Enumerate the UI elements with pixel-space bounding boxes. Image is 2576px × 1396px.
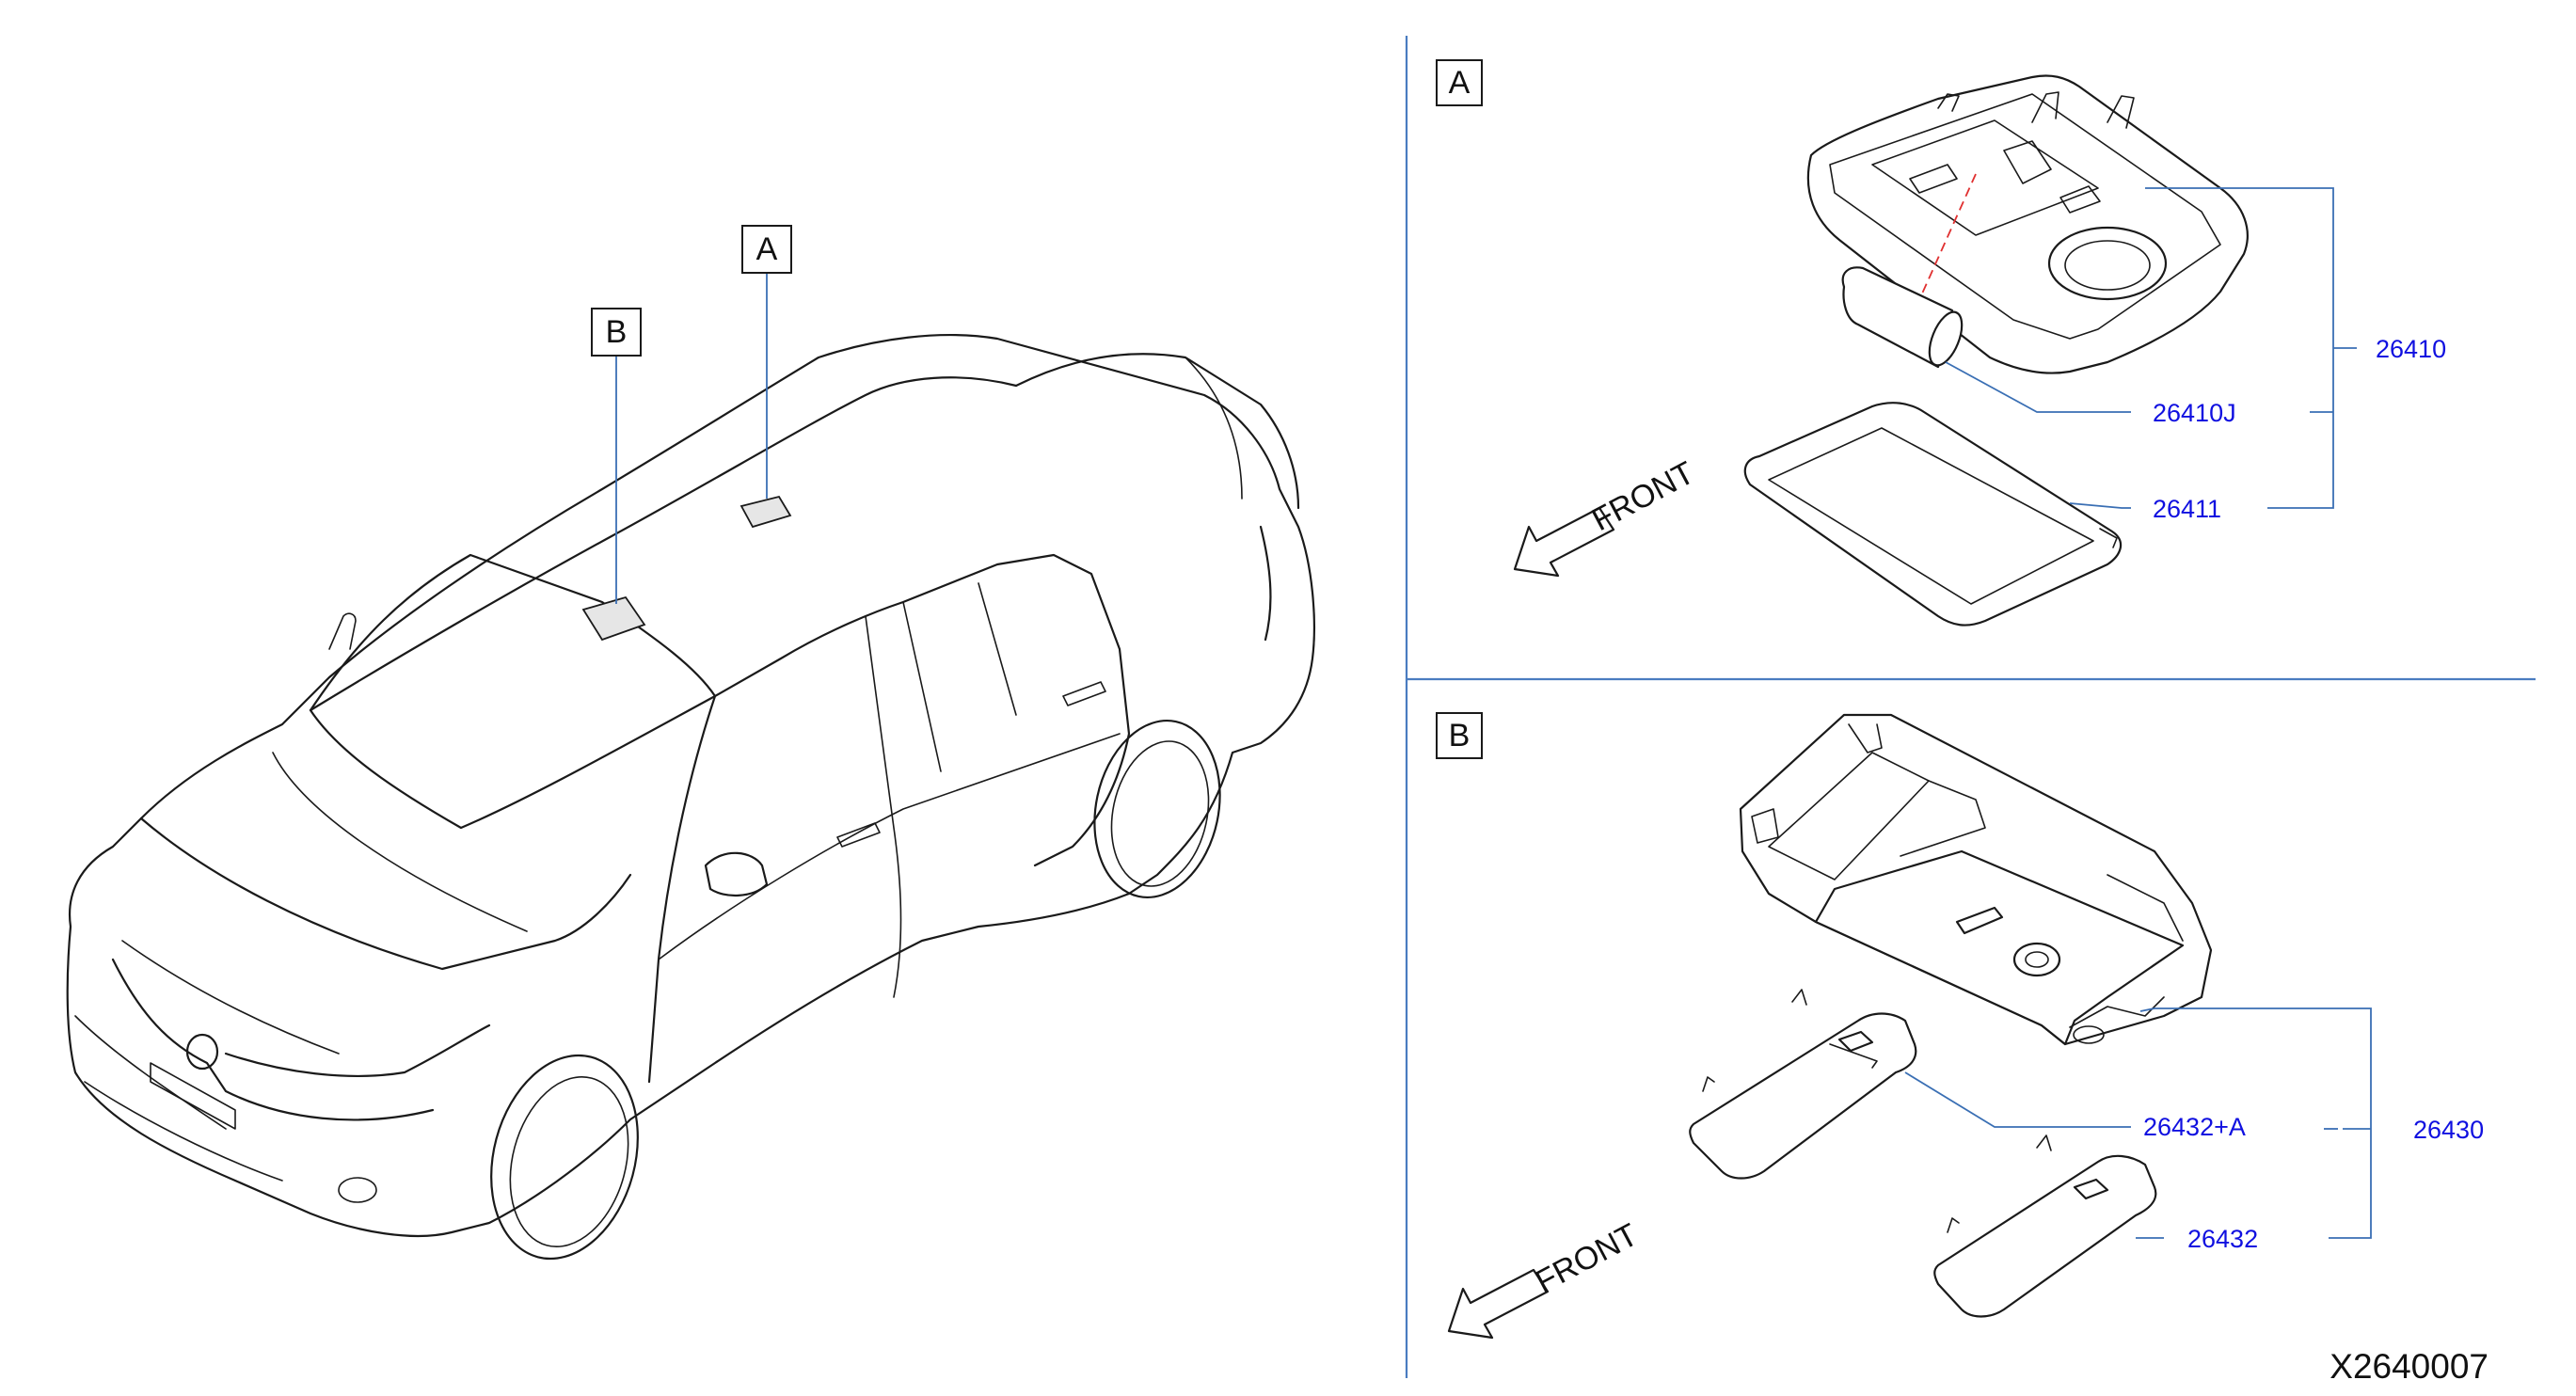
car-illustration [66, 273, 1315, 1261]
front-label-a: FRONT [1586, 455, 1700, 539]
car-callout-a: A [741, 225, 792, 274]
part-number-26430: 26430 [2413, 1116, 2484, 1144]
car-callout-a-label: A [756, 231, 778, 267]
part-number-26432: 26432 [2187, 1225, 2258, 1253]
car-callout-b-label: B [606, 314, 628, 350]
part-number-26410J: 26410J [2153, 399, 2236, 427]
bulb-26410J [1841, 266, 1964, 369]
part-number-26432A: 26432+A [2143, 1113, 2246, 1141]
car-lamp-b [581, 595, 646, 642]
front-arrow-a-icon [1513, 506, 1615, 578]
diagram-code: X2640007 [2330, 1347, 2489, 1386]
panel-b-label: B [1449, 718, 1471, 754]
front-label-b: FRONT [1530, 1217, 1644, 1301]
panel-a: A [1436, 59, 2446, 627]
map-lamp-housing-26430 [1739, 713, 2213, 1046]
lens-26432 [1933, 1134, 2157, 1318]
lens-26432A [1689, 989, 1917, 1180]
panel-b: B [1436, 712, 2484, 1340]
panel-a-label: A [1449, 65, 1471, 101]
front-arrow-b-icon [1447, 1268, 1550, 1340]
car-callout-b: B [591, 308, 642, 357]
part-number-26411: 26411 [2153, 495, 2221, 523]
lens-26411 [1743, 402, 2123, 627]
part-number-26410: 26410 [2376, 335, 2446, 363]
car-lamp-a [739, 495, 792, 529]
